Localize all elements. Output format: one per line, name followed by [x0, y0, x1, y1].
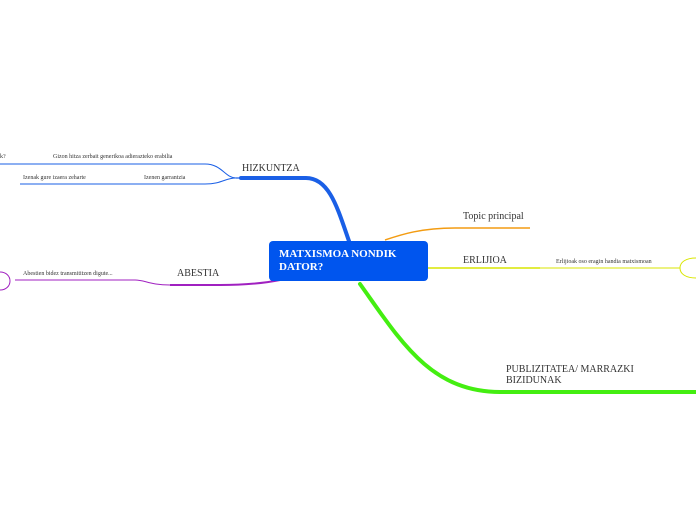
subtopic-gizon-hitza[interactable]: Gizon hitza zerbait generikoa adieraztek…: [53, 154, 173, 160]
hizkuntza-connector: [239, 176, 352, 246]
branch-erlijioa[interactable]: ERLIJIOA: [463, 255, 507, 266]
publizitatea-connector: [358, 282, 696, 394]
izenen-connector: [20, 177, 237, 185]
subtopic-izenen-garrantzia[interactable]: Izenen garrantzia: [144, 175, 186, 181]
branch-topic-principal[interactable]: Topic principal: [463, 211, 524, 222]
subtopic-abestien[interactable]: Abestien bidez transmititzen digute...: [23, 271, 113, 277]
subtopic-erlijioak[interactable]: Erlijioak oso eragin handia matxismoan: [556, 259, 652, 265]
abestia-bubble: [0, 271, 11, 291]
central-topic[interactable]: MATXISMOA NONDIK DATOR?: [269, 241, 428, 281]
topic-connector: [384, 227, 530, 241]
branch-abestia[interactable]: ABESTIA: [177, 268, 220, 279]
gizon-hitza-connector: [0, 163, 237, 179]
subtopic-izenak[interactable]: Izenak gure izaera zeharte: [23, 175, 86, 181]
branch-hizkuntza[interactable]: HIZKUNTZA: [242, 163, 300, 174]
branch-publizitatea[interactable]: PUBLIZITATEA/ MARRAZKI BIZIDUNAK: [506, 364, 634, 386]
abestia-connector: [170, 279, 281, 286]
subtopic-cut-left[interactable]: k?: [0, 154, 6, 160]
erlijioa-bubble: [679, 257, 696, 279]
abestien-connector: [15, 279, 171, 286]
